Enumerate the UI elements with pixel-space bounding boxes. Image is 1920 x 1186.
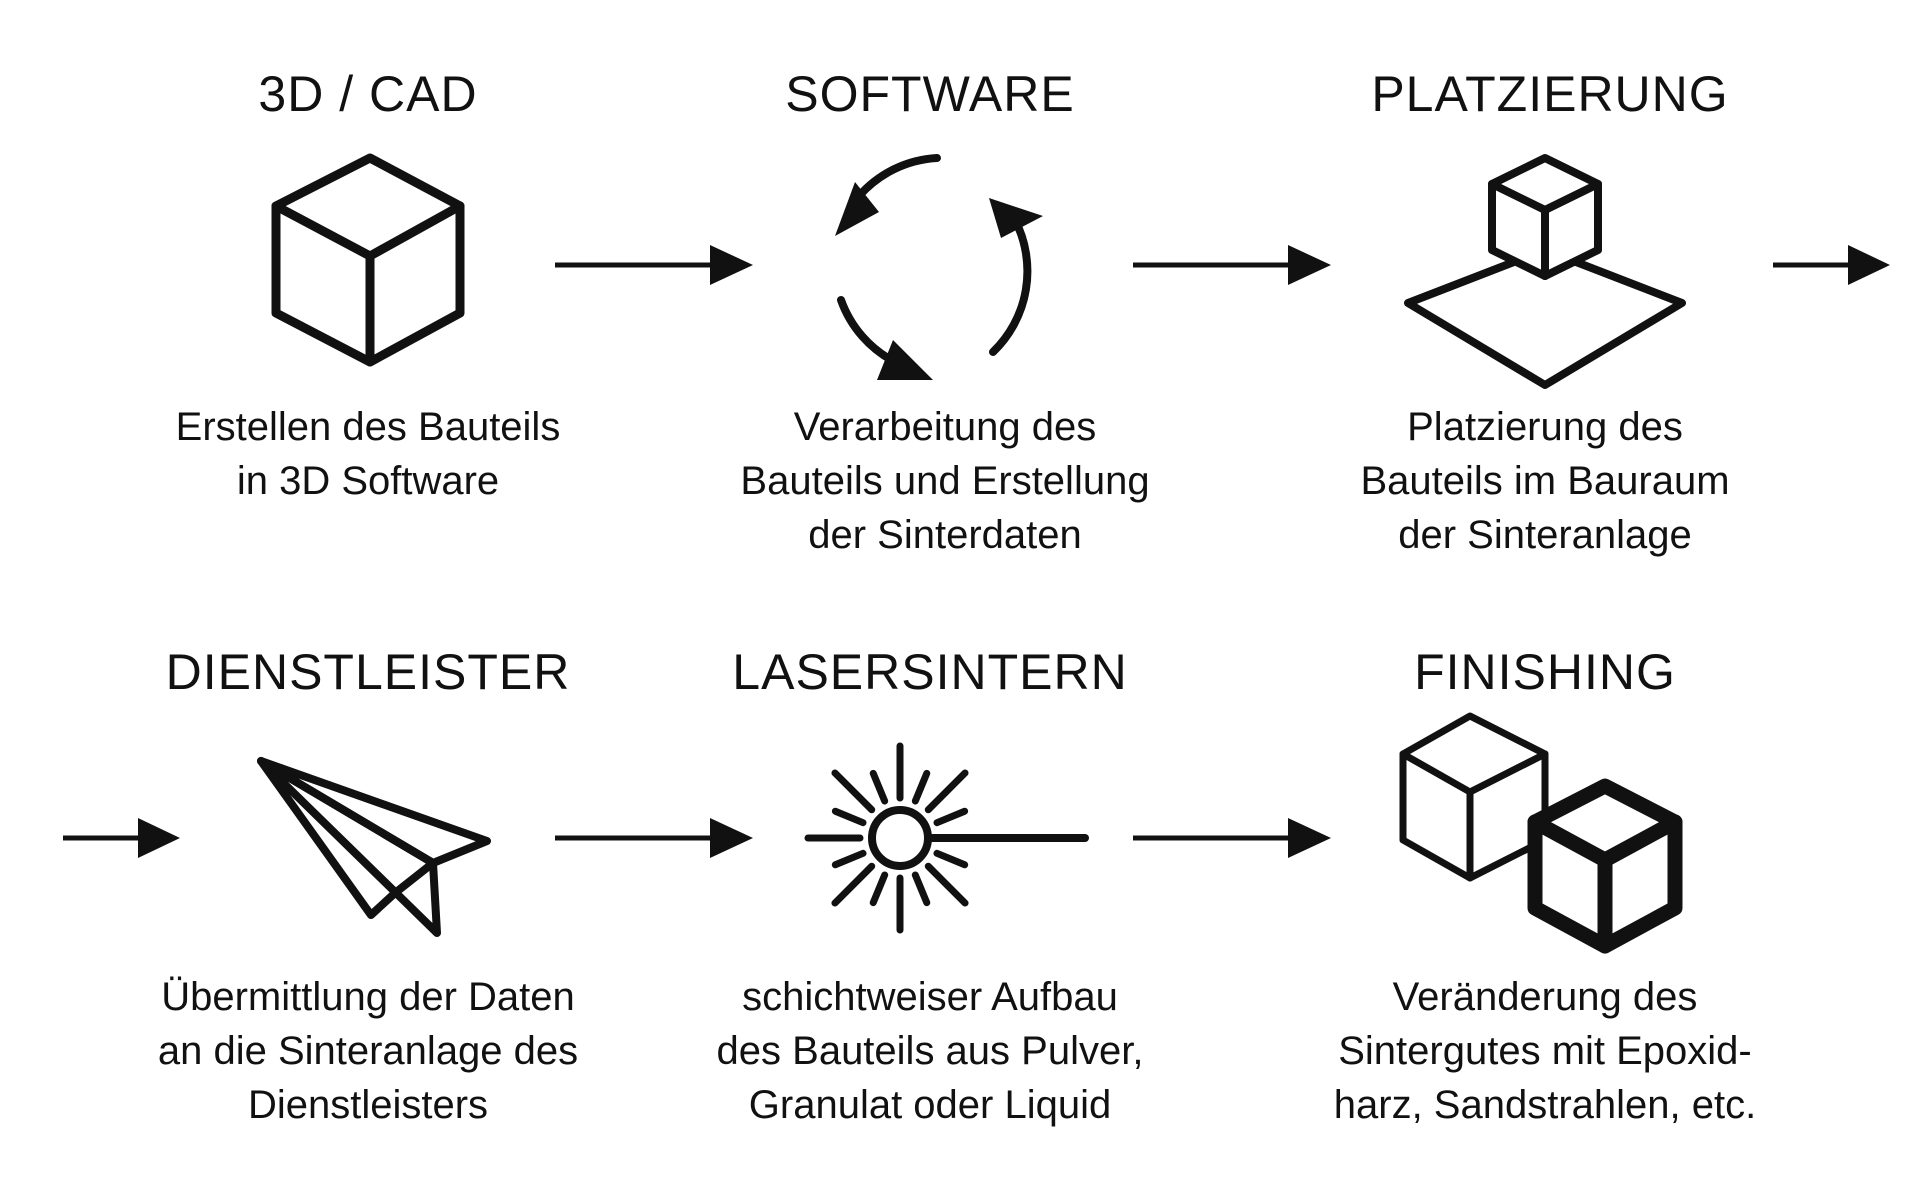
laser-ray xyxy=(869,769,889,805)
step-desc-platzierung: Platzierung des Bauteils im Bauraum der … xyxy=(1265,400,1825,562)
flow-arrow xyxy=(1133,818,1331,858)
flow-arrow xyxy=(555,245,753,285)
laser-ray xyxy=(933,849,969,869)
step-desc-software: Verarbeitung des Bauteils und Erstellung… xyxy=(665,400,1225,562)
desc-line: Bauteils und Erstellung xyxy=(740,459,1150,503)
desc-line: Übermittlung der Daten xyxy=(161,975,575,1019)
desc-line: der Sinterdaten xyxy=(808,513,1082,557)
laser-ray xyxy=(831,807,867,827)
desc-line: der Sinteranlage xyxy=(1398,513,1692,557)
desc-line: Sintergutes mit Epoxid- xyxy=(1338,1029,1752,1073)
desc-line: harz, Sandstrahlen, etc. xyxy=(1333,1083,1757,1127)
step-title-dienstleister: DIENSTLEISTER xyxy=(165,644,571,700)
flow-arrow xyxy=(1773,245,1890,285)
desc-line: Dienstleisters xyxy=(247,1083,489,1127)
desc-line: Granulat oder Liquid xyxy=(748,1083,1112,1127)
step-title-finishing: FINISHING xyxy=(1414,644,1676,700)
cube-icon xyxy=(271,153,465,367)
desc-line: schichtweiser Aufbau xyxy=(742,975,1118,1019)
laser-ray xyxy=(924,862,969,907)
laser-ray xyxy=(831,769,876,814)
laser-ray xyxy=(869,871,889,907)
two-cubes-icon xyxy=(1399,712,1683,954)
laser-ray xyxy=(831,849,867,869)
cube-on-platform-icon xyxy=(1404,154,1686,389)
desc-line: Veränderung des xyxy=(1392,975,1698,1019)
desc-line: des Bauteils aus Pulver, xyxy=(716,1029,1144,1073)
step-title-platzierung: PLATZIERUNG xyxy=(1371,66,1729,122)
step-desc-lasersintern: schichtweiser Aufbau des Bauteils aus Pu… xyxy=(650,970,1210,1132)
flow-arrow xyxy=(63,818,180,858)
flow-arrow xyxy=(555,818,753,858)
laser-ray xyxy=(924,769,969,814)
laser-ray xyxy=(933,807,969,827)
laser-ray xyxy=(831,862,876,907)
desc-line: Platzierung des xyxy=(1407,405,1683,449)
step-title-3d-cad: 3D / CAD xyxy=(258,66,478,122)
laser-ray xyxy=(911,769,931,805)
paper-plane-icon xyxy=(257,757,491,937)
desc-line: Verarbeitung des xyxy=(793,405,1097,449)
step-desc-3d-cad: Erstellen des Bauteils in 3D Software xyxy=(88,400,648,508)
desc-line: Erstellen des Bauteils xyxy=(175,405,561,449)
laser-ray xyxy=(911,871,931,907)
step-desc-dienstleister: Übermittlung der Daten an die Sinteranla… xyxy=(88,970,648,1132)
step-desc-finishing: Veränderung des Sintergutes mit Epoxid- … xyxy=(1265,970,1825,1132)
desc-line: an die Sinteranlage des xyxy=(157,1029,579,1073)
cycle-arrows-icon xyxy=(835,154,1043,380)
step-title-software: SOFTWARE xyxy=(785,66,1075,122)
flow-arrow xyxy=(1133,245,1331,285)
laser-burst-icon xyxy=(804,742,1089,934)
desc-line: in 3D Software xyxy=(236,459,500,503)
step-title-lasersintern: LASERSINTERN xyxy=(732,644,1128,700)
desc-line: Bauteils im Bauraum xyxy=(1360,459,1730,503)
